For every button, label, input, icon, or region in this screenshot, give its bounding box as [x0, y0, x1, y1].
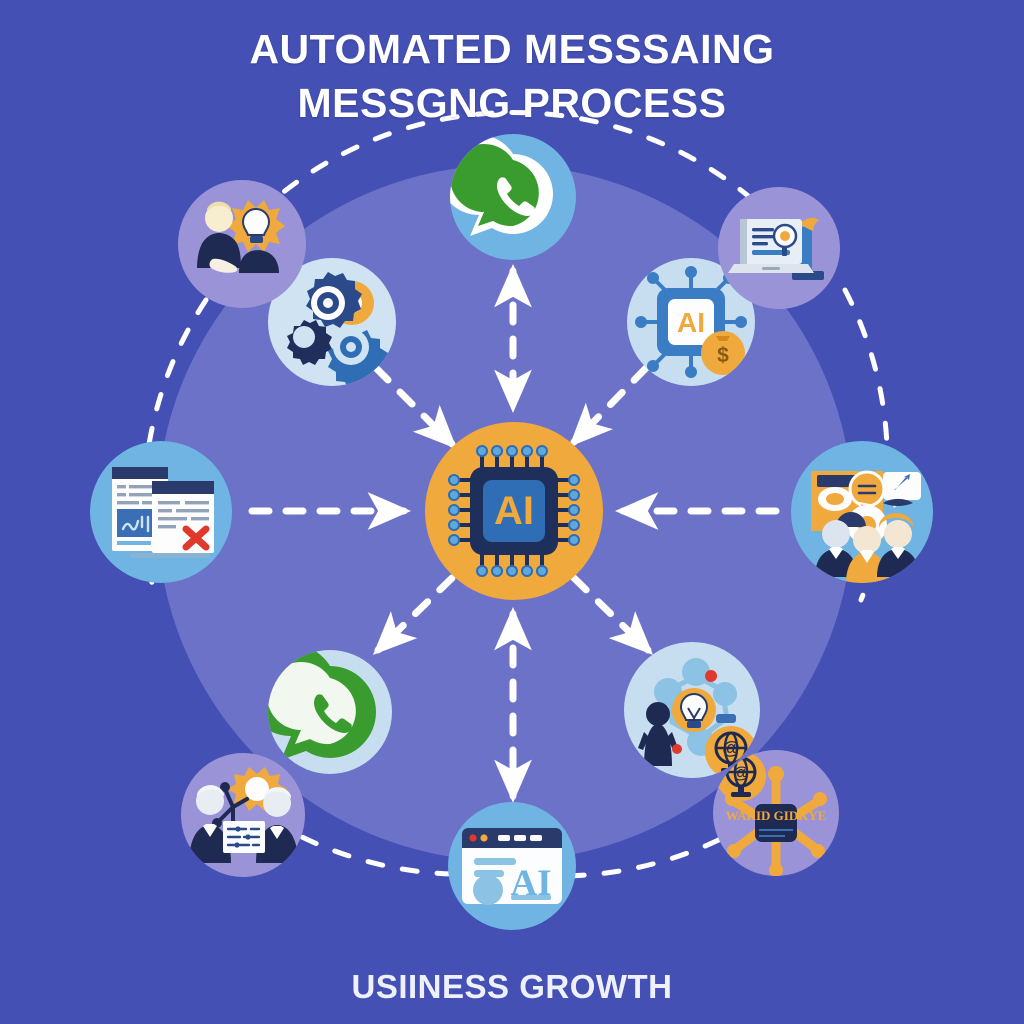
- node-documents-error[interactable]: [90, 441, 232, 583]
- node-analytics-laptop[interactable]: [718, 187, 840, 309]
- arrow-hub-to-network: [570, 574, 654, 655]
- node-whatsapp-top[interactable]: [450, 134, 576, 260]
- footer: USIINESS GROWTH: [0, 968, 1024, 1006]
- node-customer-chat[interactable]: [791, 441, 933, 583]
- ai-chip-icon: AI: [448, 445, 580, 577]
- network-lightbulb-icon: @: [638, 658, 757, 778]
- browser-ai-icon: AI: [462, 828, 562, 905]
- page-title: AUTOMATED MESSSAING MESSGNG PROCESS: [0, 22, 1024, 130]
- gears-icon: [287, 272, 388, 386]
- person-lightbulb-icon: [197, 200, 285, 273]
- money-bag-icon: [701, 331, 745, 375]
- svg-text:@: @: [733, 763, 750, 782]
- global-reach-label: WARID GIDKYE: [726, 808, 827, 823]
- whatsapp-outline-icon: [268, 650, 376, 760]
- error-x-icon: [182, 525, 210, 551]
- node-global-reach[interactable]: WARID GIDKYE @: [713, 750, 839, 876]
- svg-text:$: $: [717, 344, 729, 367]
- arrow-aichip-to-hub: [569, 364, 650, 448]
- people-chat-icon: [811, 470, 921, 583]
- ai-chip-money-label: AI: [677, 307, 705, 338]
- laptop-report-icon: [728, 218, 824, 280]
- whatsapp-icon: [450, 135, 553, 236]
- arrow-gears-to-hub: [372, 364, 457, 449]
- globe-network-icon: WARID GIDKYE @: [716, 751, 827, 876]
- node-whatsapp-bottom[interactable]: [268, 650, 392, 774]
- team-gear-icon: [189, 767, 298, 863]
- title-line-1: AUTOMATED MESSSAING: [249, 26, 775, 72]
- node-team-workflow[interactable]: [181, 753, 305, 877]
- ai-chip-money-icon: AI $: [635, 266, 747, 378]
- documents-error-icon: [112, 467, 214, 558]
- title-line-2: MESSGNG PROCESS: [297, 80, 727, 126]
- node-automation-gears[interactable]: [268, 258, 396, 386]
- node-ai-browser[interactable]: AI: [448, 802, 576, 930]
- node-network-idea[interactable]: @: [624, 642, 760, 778]
- footer-label: USIINESS GROWTH: [351, 968, 673, 1005]
- ai-chip-hub[interactable]: AI: [425, 422, 603, 600]
- svg-text:@: @: [722, 738, 740, 758]
- arrow-hub-to-whatsapp: [372, 574, 456, 655]
- ai-chip-label: AI: [494, 489, 534, 533]
- node-idea-person[interactable]: [178, 180, 306, 308]
